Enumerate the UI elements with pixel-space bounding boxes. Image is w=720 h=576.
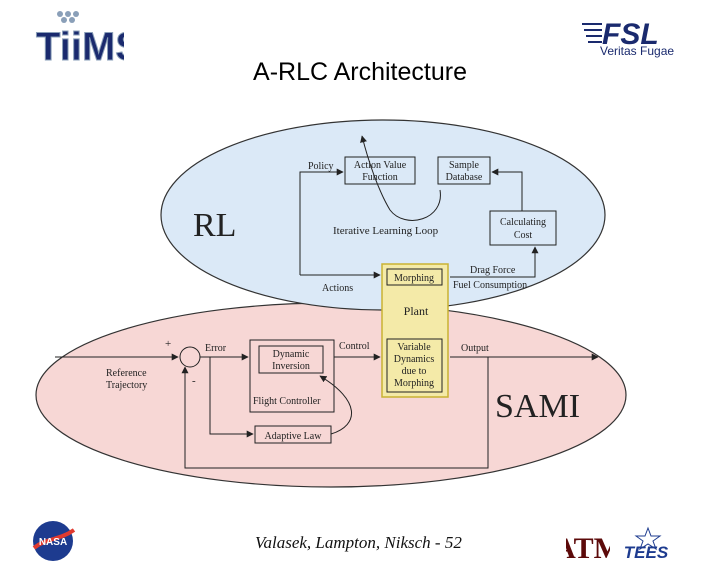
calculating-cost-box xyxy=(489,210,557,246)
variable-dynamics-label-4: Morphing xyxy=(394,378,434,389)
cost-to-database-arrow xyxy=(491,168,523,211)
control-label: Control xyxy=(339,341,370,352)
drag-force-label: Drag Force xyxy=(470,265,516,276)
action-value-label-2: Function xyxy=(362,172,398,183)
slide-title: A-RLC Architecture xyxy=(253,58,467,86)
reference-trajectory-label-2: Trajectory xyxy=(106,380,147,391)
sami-label: SAMI xyxy=(495,388,580,425)
rl-label: RL xyxy=(193,207,236,244)
variable-dynamics-label-3: due to xyxy=(402,366,427,377)
adaptive-law-label: Adaptive Law xyxy=(265,431,323,442)
calculating-cost-label-1: Calculating xyxy=(500,217,546,228)
tees-logo-text: TEES xyxy=(624,543,669,562)
tamu-logo: ATM xyxy=(566,532,610,564)
morphing-box xyxy=(386,268,443,286)
variable-dynamics-box xyxy=(386,338,443,393)
dynamic-inversion-label-1: Dynamic xyxy=(273,349,310,360)
tees-logo: TEES xyxy=(624,526,669,562)
action-value-label-1: Action Value xyxy=(354,160,407,171)
plant-label: Plant xyxy=(404,304,429,318)
adaptive-law-update-arrow xyxy=(319,375,353,435)
sample-database-label-1: Sample xyxy=(449,160,480,171)
output-label: Output xyxy=(461,343,489,354)
fsl-logo-text: FSL xyxy=(602,18,659,51)
morphing-label: Morphing xyxy=(394,273,434,284)
tiims-logo: TiiMS xyxy=(36,11,124,66)
tiims-logo-text: TiiMS xyxy=(36,25,124,66)
dynamic-inversion-label-2: Inversion xyxy=(272,361,310,372)
flight-controller-box xyxy=(249,339,335,413)
plant-block xyxy=(381,263,449,398)
iterative-learning-loop-label: Iterative Learning Loop xyxy=(333,225,439,237)
sample-database-box xyxy=(437,156,491,185)
policy-label: Policy xyxy=(308,161,334,172)
minus-sign: - xyxy=(192,375,196,387)
plant-to-cost-arrow xyxy=(450,246,539,278)
plus-sign: + xyxy=(165,338,171,350)
flight-controller-label: Flight Controller xyxy=(253,396,321,407)
adaptive-error-arrow xyxy=(209,357,254,438)
fsl-tagline: Veritas Fugae xyxy=(600,44,675,58)
policy-arrow xyxy=(299,168,344,275)
dynamic-inversion-box xyxy=(258,345,324,374)
tamu-logo-text: ATM xyxy=(566,532,610,564)
calculating-cost-label-2: Cost xyxy=(514,230,533,241)
sample-database-label-2: Database xyxy=(446,172,483,183)
action-value-function-box xyxy=(344,156,416,185)
fsl-logo: FSL xyxy=(582,18,659,51)
actions-label: Actions xyxy=(322,283,353,294)
reference-trajectory-label-1: Reference xyxy=(106,368,147,379)
nasa-logo: NASA xyxy=(32,521,76,561)
nasa-logo-text: NASA xyxy=(39,537,67,548)
footer-credit: Valasek, Lampton, Niksch - 52 xyxy=(255,533,462,552)
variable-dynamics-label-1: Variable xyxy=(397,342,431,353)
error-label: Error xyxy=(205,343,227,354)
feedback-line xyxy=(181,357,489,469)
fuel-consumption-label: Fuel Consumption xyxy=(453,280,527,291)
variable-dynamics-label-2: Dynamics xyxy=(394,354,435,365)
learning-curve-arrow xyxy=(360,135,441,221)
adaptive-law-box xyxy=(254,425,332,444)
